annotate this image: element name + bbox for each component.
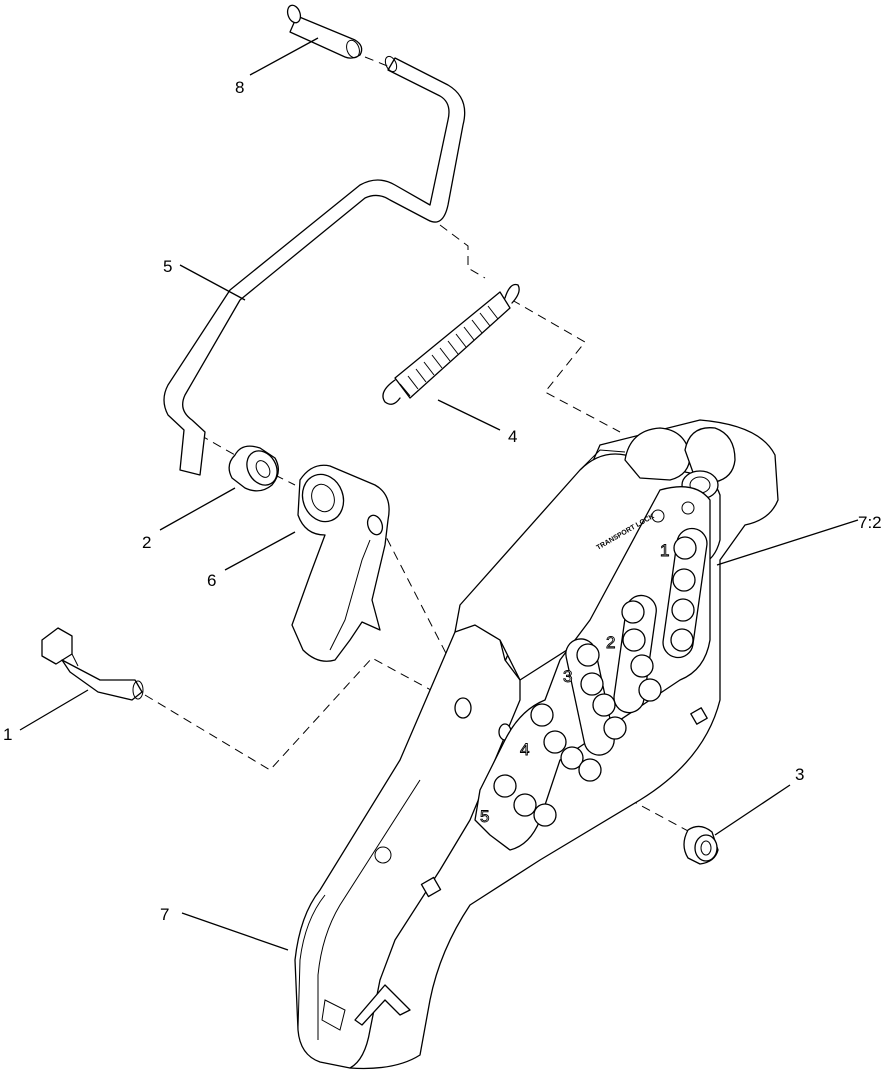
decal-group-4: 4: [520, 703, 602, 782]
flange-nut: [683, 825, 719, 865]
handle-rod: [163, 55, 466, 476]
shoulder-bolt: [41, 627, 144, 701]
decal-group-4-label: 4: [520, 740, 529, 759]
decal-group-3-label: 3: [563, 667, 572, 686]
pivot-knuckle-left: [624, 427, 691, 481]
callout-7-2: 7:2: [858, 513, 882, 532]
decal-group-5-label: 5: [480, 807, 489, 826]
pivot-knuckle-right: [684, 427, 736, 483]
decal-group-1-label: 1: [660, 541, 669, 560]
bushing: [228, 445, 279, 492]
decal-group-1: 1: [660, 527, 708, 659]
bracket-hole-upper: [454, 697, 472, 719]
extension-spring: [382, 283, 520, 405]
square-hole-lower: [420, 876, 442, 898]
transport-lock-decal: TRANSPORT LOCK 1 2 3: [474, 486, 711, 851]
decal-group-3: 3: [563, 638, 627, 756]
callout-2: 2: [142, 533, 151, 552]
latch: [291, 464, 390, 662]
callout-3: 3: [795, 765, 804, 784]
decal-group-2: 2: [606, 594, 662, 714]
square-hole-upper: [690, 707, 708, 725]
callout-5: 5: [163, 257, 172, 276]
pin: [286, 4, 363, 59]
callout-7: 7: [160, 905, 169, 924]
callout-1: 1: [3, 725, 12, 744]
decal-group-5: 5: [480, 774, 557, 827]
leader-lines: [19, 37, 859, 951]
chevron-slot: [354, 984, 411, 1026]
callout-6: 6: [207, 571, 216, 590]
callout-8: 8: [235, 78, 244, 97]
decal-group-2-label: 2: [606, 633, 615, 652]
callout-4: 4: [508, 427, 517, 446]
callout-labels: 8 5 4 2 6 1 3 7:2 7: [3, 78, 882, 924]
